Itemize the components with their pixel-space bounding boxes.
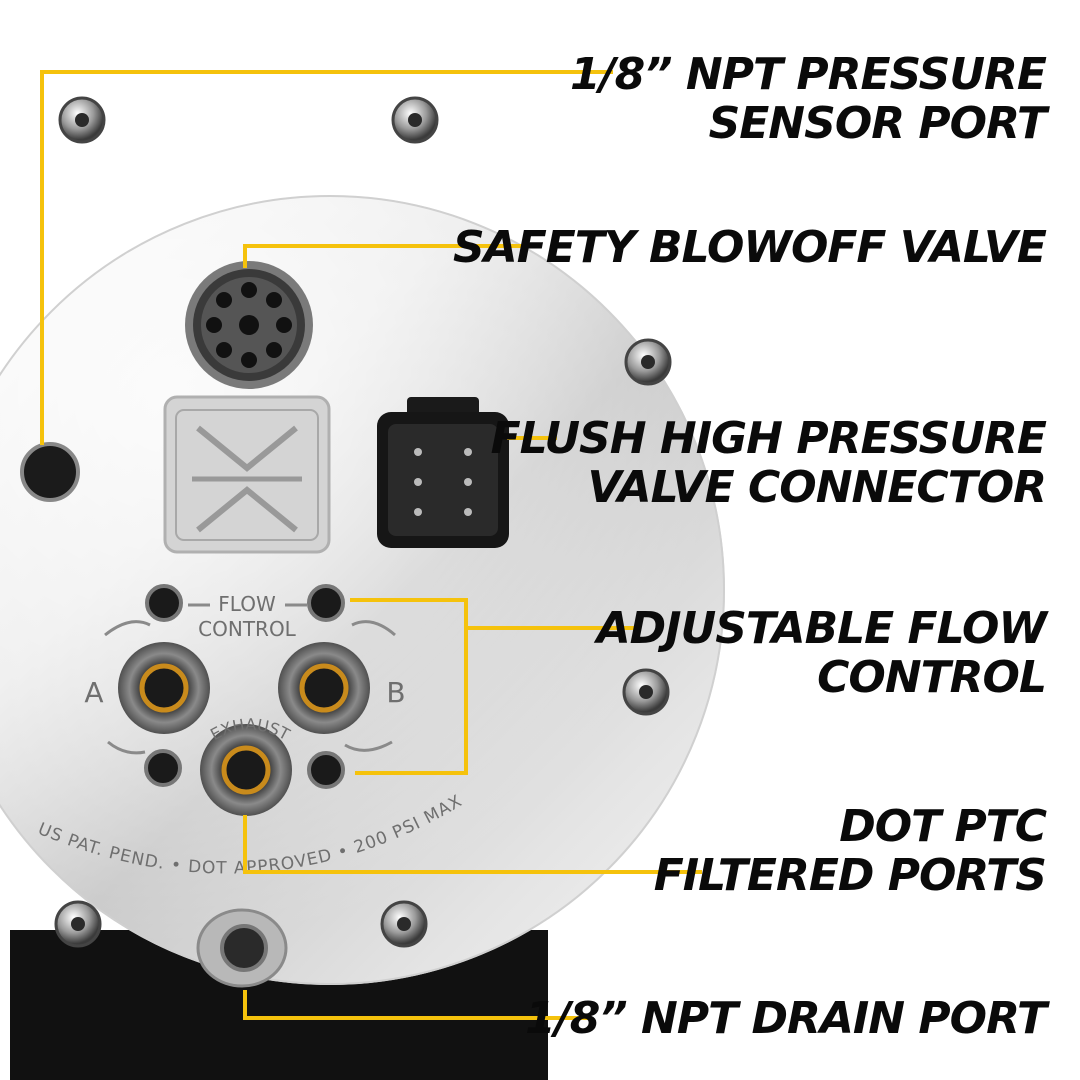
brand-logo-icon: [163, 395, 331, 554]
callout-leader-lines: [40, 70, 702, 1020]
flow-control-screw-icons: [144, 584, 345, 789]
callout-safety-blowoff-valve: SAFETY BLOWOFF VALVE: [452, 222, 1047, 273]
valve-connector-icon: [377, 397, 509, 548]
etched-flow-label: FLOW: [218, 592, 276, 616]
screw-icons: [54, 96, 672, 948]
blowoff-valve-icon: [185, 261, 313, 389]
callout-drain-port: 1/8” NPT DRAIN PORT: [525, 993, 1047, 1044]
callout-filtered-ports: DOT PTC FILTERED PORTS: [653, 801, 1047, 901]
pressure-sensor-port-hole: [20, 442, 80, 502]
callout-valve-connector: FLUSH HIGH PRESSURE VALVE CONNECTOR: [490, 413, 1047, 513]
etched-port-a-label: A: [84, 676, 103, 709]
etched-control-label: CONTROL: [198, 617, 297, 641]
drain-port-icon: [196, 908, 288, 988]
ptc-fitting-icons: [118, 642, 370, 816]
callout-flow-control: ADJUSTABLE FLOW CONTROL: [596, 603, 1047, 703]
etched-port-b-label: B: [386, 676, 405, 709]
callout-pressure-sensor-port: 1/8” NPT PRESSURE SENSOR PORT: [569, 49, 1047, 149]
